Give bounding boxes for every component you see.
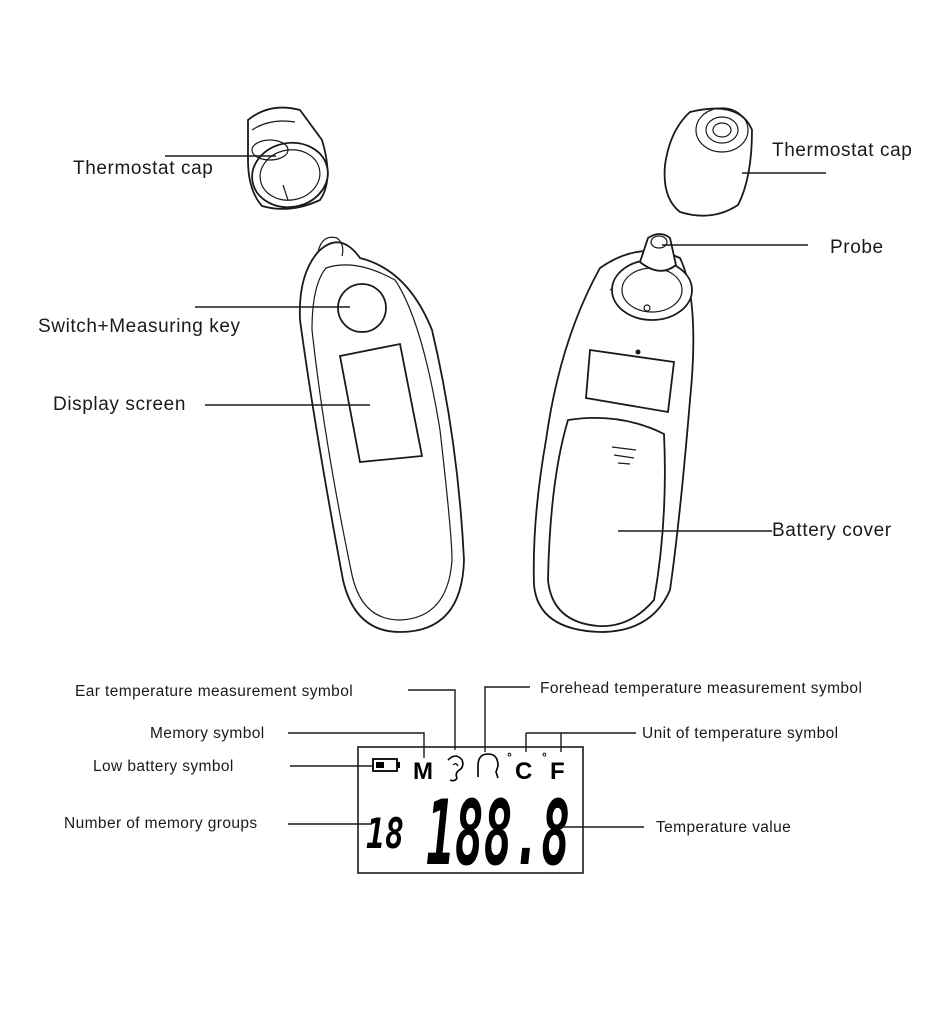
- label-thermostat-cap-right: Thermostat cap: [772, 140, 912, 161]
- label-thermostat-cap-left: Thermostat cap: [73, 158, 213, 179]
- label-ear-symbol: Ear temperature measurement symbol: [75, 683, 353, 700]
- label-unit-symbol: Unit of temperature symbol: [642, 725, 838, 742]
- label-switch-key: Switch+Measuring key: [38, 316, 241, 337]
- back-thermometer-body: [532, 233, 695, 633]
- lcd-unit-c: C: [515, 758, 532, 785]
- label-display-screen: Display screen: [53, 394, 186, 415]
- lcd-degree-c: °: [507, 750, 512, 764]
- leader-memory-symbol: [288, 732, 425, 758]
- label-battery-cover: Battery cover: [772, 520, 892, 541]
- right-thermostat-cap: [663, 107, 753, 217]
- leader-ear-symbol: [408, 689, 456, 750]
- lcd-memory-letter: M: [413, 758, 433, 785]
- leader-forehead-symbol: [484, 686, 530, 752]
- lcd-degree-f: °: [542, 750, 547, 764]
- label-memory-groups: Number of memory groups: [64, 815, 258, 832]
- label-temperature-value: Temperature value: [656, 819, 791, 836]
- forehead-icon: [477, 753, 499, 779]
- ear-icon: [447, 755, 464, 782]
- label-probe: Probe: [830, 237, 884, 258]
- lcd-unit-f: F: [550, 758, 565, 785]
- left-thermostat-cap: [247, 106, 329, 210]
- front-thermometer-body: [298, 236, 465, 633]
- label-forehead-symbol: Forehead temperature measurement symbol: [540, 680, 862, 697]
- label-memory-symbol: Memory symbol: [150, 725, 265, 742]
- lcd-memory-number: 18: [366, 809, 404, 858]
- label-low-battery: Low battery symbol: [93, 758, 234, 775]
- battery-icon: [372, 758, 400, 772]
- lcd-temperature-value: 188.8: [426, 781, 570, 886]
